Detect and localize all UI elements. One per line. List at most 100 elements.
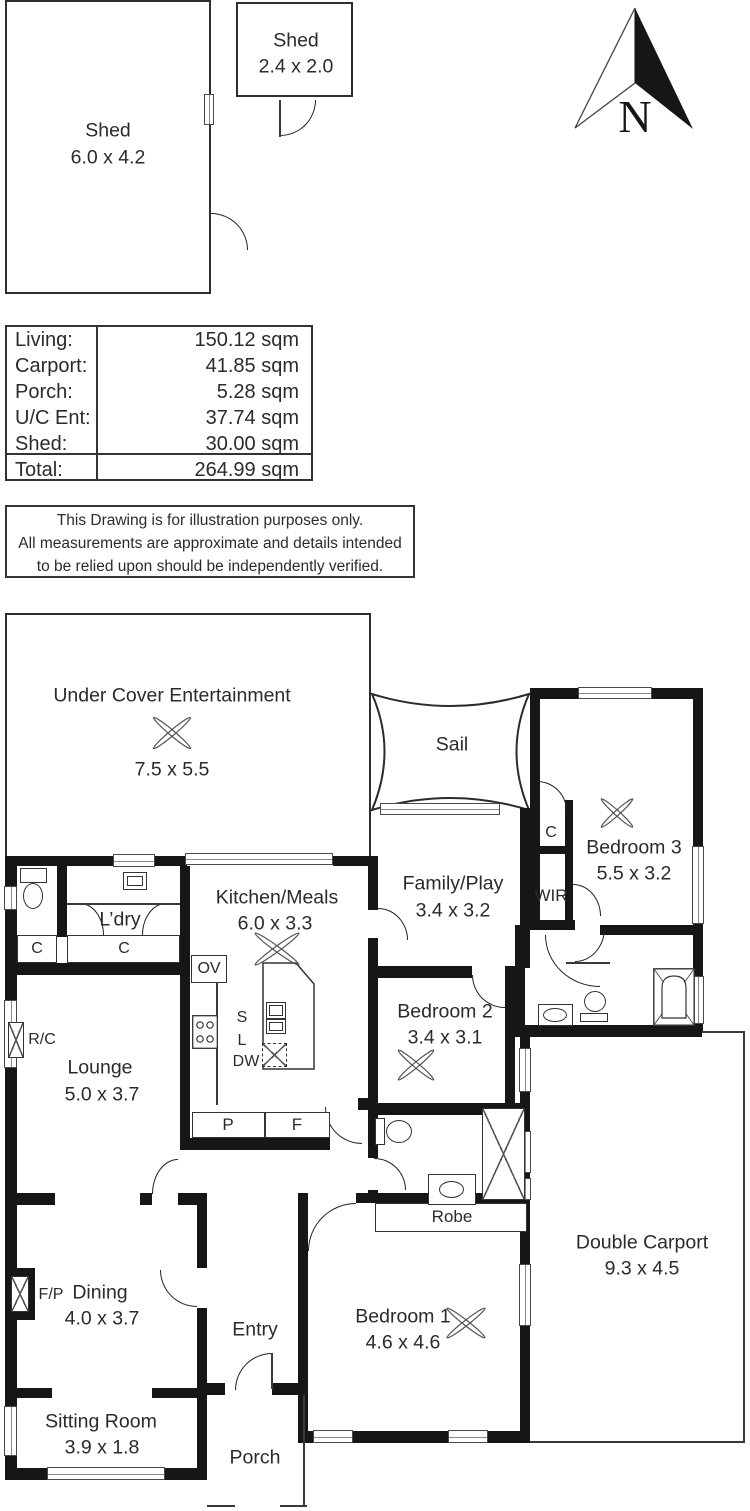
- table-row: U/C Ent:37.74 sqm: [7, 405, 311, 431]
- wall: [152, 1388, 207, 1398]
- toilet-icon: [20, 868, 47, 883]
- room-x-symbol: [152, 716, 192, 750]
- door-arc: [545, 935, 600, 987]
- disclaimer-line: This Drawing is for illustration purpose…: [56, 512, 364, 529]
- toilet-icon: [375, 1118, 385, 1145]
- vanity-icon: [428, 1174, 476, 1205]
- wall: [530, 920, 575, 930]
- room-label-bedroom1: Bedroom 1: [355, 1305, 451, 1328]
- wall: [155, 856, 187, 866]
- wall: [140, 1193, 152, 1205]
- vanity-basin-icon: [543, 1008, 567, 1022]
- disclaimer-line: All measurements are approximate and det…: [18, 535, 402, 552]
- wall: [520, 808, 530, 968]
- wall: [565, 852, 573, 920]
- room-dims-uce: 7.5 x 5.5: [134, 758, 210, 781]
- area-label: Shed:: [15, 432, 68, 455]
- bath-icon: [653, 968, 695, 1026]
- shed-small-label: Shed: [273, 29, 319, 52]
- table-row-total: Total: 264.99 sqm: [7, 457, 311, 483]
- room-dims-sitting: 3.9 x 1.8: [64, 1436, 140, 1459]
- wall: [530, 688, 540, 928]
- wall: [600, 925, 702, 935]
- wall: [520, 1025, 702, 1037]
- room-dims-carport: 9.3 x 4.5: [604, 1257, 680, 1280]
- area-value: 5.28 sqm: [216, 380, 299, 403]
- room-label-sitting: Sitting Room: [45, 1410, 157, 1433]
- door-arc: [160, 1270, 197, 1307]
- shower-icon: [482, 1108, 525, 1200]
- table-divider: [96, 327, 98, 479]
- carport-boundary: [743, 1031, 745, 1443]
- shed-large-outline: [5, 0, 211, 294]
- room-label-robe: Robe: [431, 1207, 473, 1226]
- door-arc: [374, 1158, 406, 1190]
- wall: [180, 1138, 330, 1150]
- room-label-porch: Porch: [229, 1446, 281, 1469]
- sink-label: S: [236, 1009, 248, 1026]
- cupboard-c1: [17, 935, 57, 963]
- door-arc: [308, 1203, 356, 1251]
- window: [185, 853, 333, 865]
- area-value: 41.85 sqm: [205, 354, 299, 377]
- area-value: 37.74 sqm: [205, 406, 299, 429]
- wall: [197, 1388, 207, 1480]
- shed-large-dims: 6.0 x 4.2: [70, 146, 146, 169]
- area-value: 264.99 sqm: [194, 458, 299, 481]
- disclaimer-line: to be relied upon should be independentl…: [36, 558, 384, 575]
- table-total-divider: [7, 453, 311, 455]
- room-label-bedroom2: Bedroom 2: [397, 1000, 493, 1023]
- porch-boundary: [303, 1395, 305, 1507]
- room-dims-bedroom1: 4.6 x 4.6: [365, 1331, 441, 1354]
- laundry-trough-icon: [127, 876, 143, 886]
- area-label: Total:: [15, 458, 63, 481]
- window: [578, 687, 652, 699]
- wall: [197, 1205, 207, 1268]
- door-arc: [235, 1353, 272, 1390]
- wall: [57, 866, 67, 937]
- sink-icon: [269, 1022, 283, 1031]
- dishwasher-label: DW: [232, 1053, 260, 1070]
- aircon-label: R/C: [28, 1031, 56, 1048]
- room-label-laundry: L’dry: [99, 908, 141, 931]
- window: [47, 1467, 165, 1480]
- window: [204, 94, 214, 125]
- wall: [5, 856, 113, 866]
- room-x-symbol: [397, 1049, 435, 1081]
- room-dims-kitchen: 6.0 x 3.3: [237, 912, 313, 935]
- room-label-sail: Sail: [435, 733, 469, 756]
- toilet-icon: [23, 883, 43, 909]
- wall: [272, 1383, 305, 1395]
- wall: [178, 1193, 207, 1205]
- porch-boundary: [280, 1505, 307, 1507]
- window: [692, 846, 704, 924]
- shed-small-outline: [236, 2, 353, 97]
- wall: [197, 1308, 207, 1388]
- table-row: Carport:41.85 sqm: [7, 353, 311, 379]
- wall: [197, 1383, 225, 1395]
- window: [313, 1430, 353, 1443]
- room-label-lounge: Lounge: [67, 1056, 133, 1079]
- fireplace-icon: [11, 1276, 29, 1312]
- room-x-symbol: [446, 1307, 486, 1339]
- shed-small-dims: 2.4 x 2.0: [258, 55, 334, 78]
- window: [519, 1264, 531, 1326]
- room-label-family: Family/Play: [402, 872, 504, 895]
- robe-cabinet: [375, 1203, 527, 1232]
- door-arc: [537, 781, 567, 811]
- toilet-icon: [584, 991, 606, 1012]
- room-dims-family: 3.4 x 3.2: [415, 899, 491, 922]
- room-x-symbol: [254, 932, 300, 966]
- dishwasher-icon: [262, 1043, 287, 1067]
- wall: [368, 938, 378, 968]
- wall: [5, 963, 190, 975]
- compass-n: N: [618, 91, 651, 139]
- wall: [368, 866, 378, 910]
- north-compass-icon: N: [574, 7, 693, 139]
- door-leaf: [271, 1353, 273, 1389]
- room-label-dining: Dining: [72, 1281, 128, 1304]
- room-label-carport: Double Carport: [575, 1231, 709, 1254]
- wall: [565, 800, 573, 852]
- sink-icon: [269, 1005, 283, 1016]
- room-label-wir: WIR: [534, 886, 568, 905]
